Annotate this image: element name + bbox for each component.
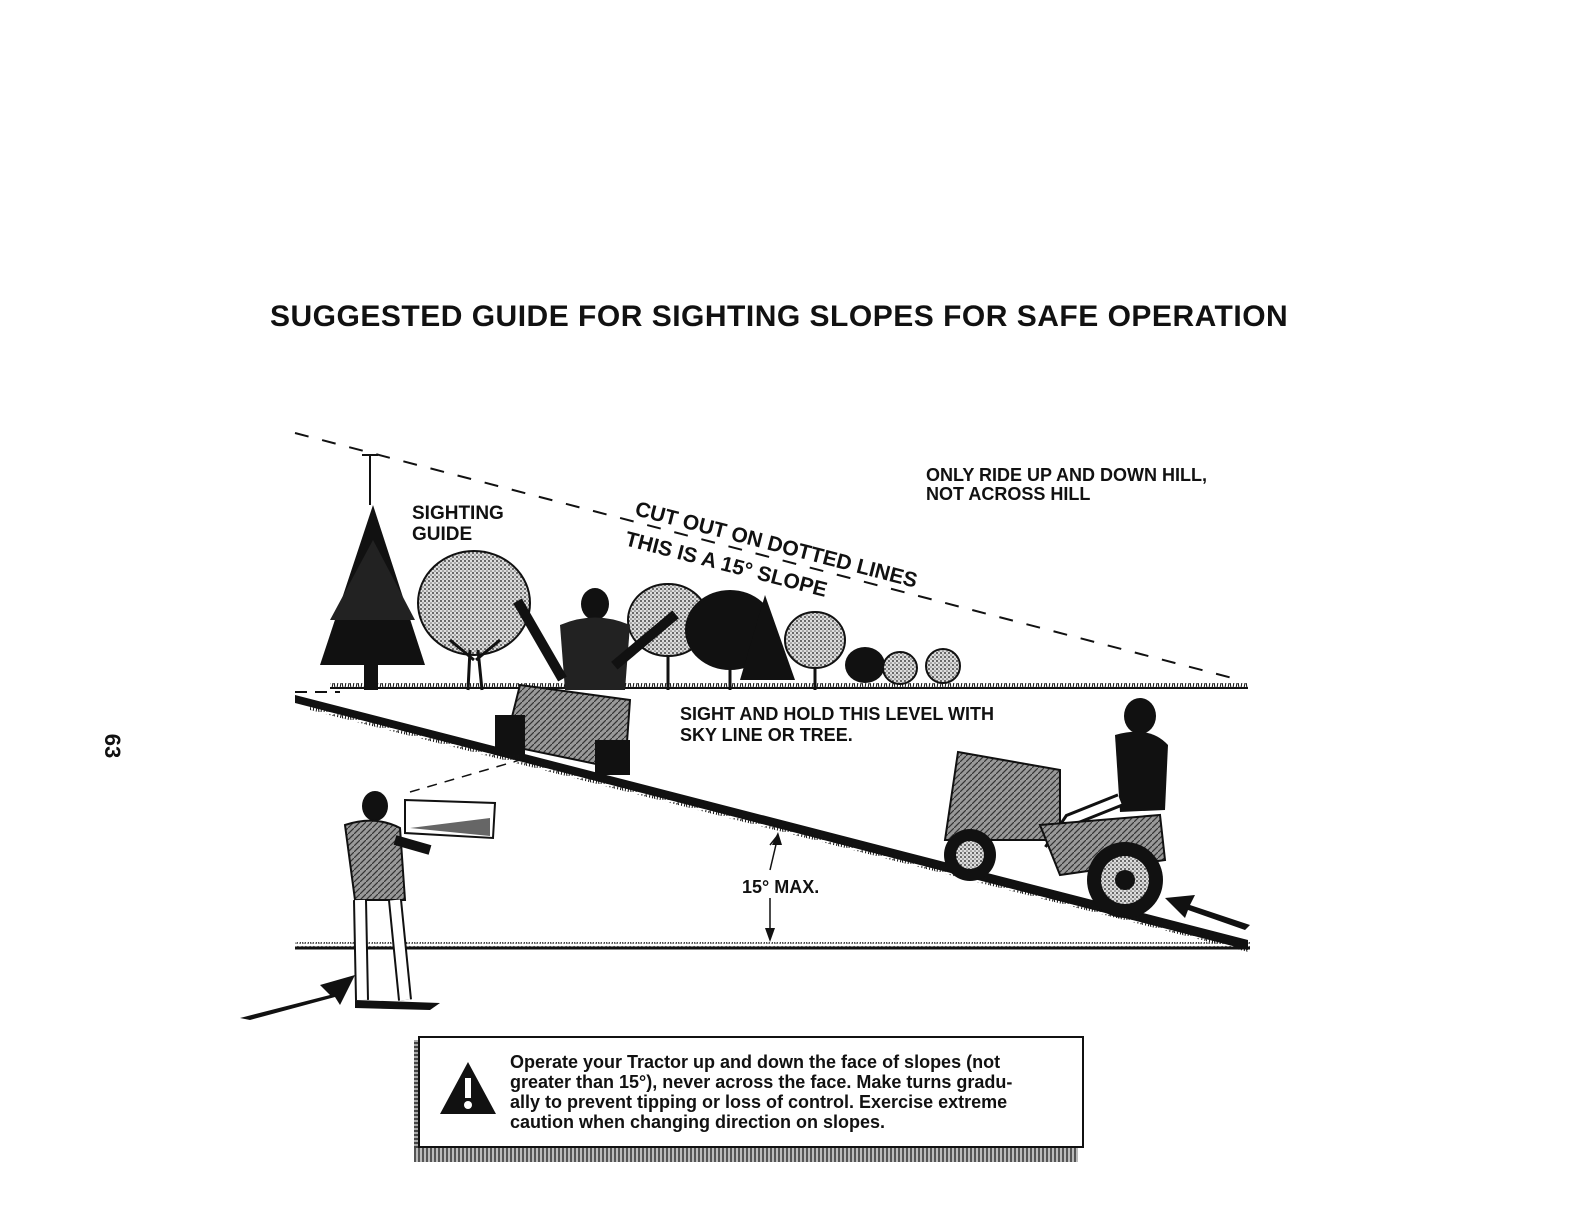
warning-box: Operate your Tractor up and down the fac… <box>418 1036 1084 1148</box>
tractor-side-view-icon <box>943 698 1168 918</box>
page-title: SUGGESTED GUIDE FOR SIGHTING SLOPES FOR … <box>270 300 1289 333</box>
walk-direction-arrow-icon <box>240 975 355 1020</box>
sight-hold-label-1: SIGHT AND HOLD THIS LEVEL WITH <box>680 704 994 724</box>
deciduous-tree-icon <box>417 550 531 691</box>
sight-hold-label-2: SKY LINE OR TREE. <box>680 725 853 745</box>
warning-line: Operate your Tractor up and down the fac… <box>510 1052 1001 1072</box>
person-with-guide-icon <box>343 791 497 1001</box>
warning-box-shadow <box>414 1148 1078 1162</box>
warning-line: ally to prevent tipping or loss of contr… <box>510 1092 1008 1112</box>
warning-line: greater than 15°), never across the face… <box>510 1072 1013 1092</box>
max-angle-label: 15° MAX. <box>742 877 819 897</box>
warning-line: caution when changing direction on slope… <box>510 1112 886 1132</box>
sighting-dashed-line <box>294 432 1241 681</box>
sighting-guide-label-1: SIGHTING <box>412 503 504 524</box>
tree-group-icon <box>627 583 961 690</box>
pine-tree-icon <box>320 505 425 690</box>
sighting-guide-label-2: GUIDE <box>412 524 472 545</box>
tractor-rear-view-icon <box>495 588 679 775</box>
page-number: 63 <box>100 733 126 759</box>
ride-rule-label-1: ONLY RIDE UP AND DOWN HILL, <box>926 465 1207 485</box>
warning-text: Operate your Tractor up and down the fac… <box>510 1052 1070 1132</box>
warning-triangle-icon <box>440 1062 496 1114</box>
direction-arrow-icon <box>1165 895 1250 930</box>
warning-box-shadow-left <box>414 1040 420 1160</box>
ride-rule-label-2: NOT ACROSS HILL <box>926 484 1090 504</box>
